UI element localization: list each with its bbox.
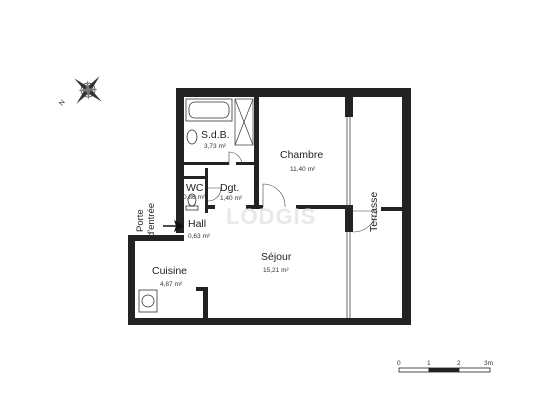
watermark: LODGIS: [226, 204, 317, 229]
entrance-label-line2: d'entrée: [146, 202, 157, 237]
interior-walls: [184, 97, 411, 318]
room-area-chambre: 11,40 m²: [290, 166, 316, 173]
room-label-sdb: S.d.B.: [201, 129, 230, 141]
room-label-cuisine: Cuisine: [152, 265, 188, 277]
walls: [128, 88, 411, 325]
bathroom-door: [228, 151, 243, 166]
compass-rose-icon: [74, 76, 102, 104]
room-label-chambre: Chambre: [280, 149, 324, 161]
toilet-icon: [185, 193, 199, 211]
room-label-dgt: Dgt.: [220, 182, 240, 194]
room-label-terrasse: Terrasse: [368, 191, 380, 232]
room-area-wc: 0,86 m²: [183, 194, 206, 201]
room-area-cuisine: 4,87 m²: [160, 281, 183, 288]
wc-door: [207, 187, 222, 202]
scale-tick-0: 0: [397, 360, 401, 367]
shower-icon: [234, 98, 254, 146]
room-area-hall: 0,63 m²: [188, 233, 211, 240]
bathtub-icon: [185, 98, 233, 122]
entrance-label-line1: Porte: [135, 209, 146, 232]
room-area-dgt: 1,40 m²: [220, 195, 243, 202]
compass-north-label: N: [58, 99, 67, 107]
room-label-sejour: Séjour: [261, 251, 292, 263]
room-area-sejour: 15,21 m²: [263, 267, 289, 274]
scale-tick-2: 2: [457, 360, 461, 367]
scale-tick-1: 1: [427, 360, 431, 367]
room-area-sdb: 3,73 m²: [204, 143, 227, 150]
scale-tick-3m: 3m: [484, 360, 494, 367]
windows: [346, 117, 351, 318]
scale-bar: [398, 367, 491, 373]
entrance-arrow-icon: [163, 220, 184, 232]
room-label-hall: Hall: [188, 218, 207, 230]
bedroom-door: [262, 183, 286, 208]
bathroom-sink-icon: [186, 129, 198, 145]
room-label-wc: WC: [186, 182, 204, 194]
terrace-door: [352, 210, 378, 233]
kitchen-sink-icon: [138, 289, 158, 313]
